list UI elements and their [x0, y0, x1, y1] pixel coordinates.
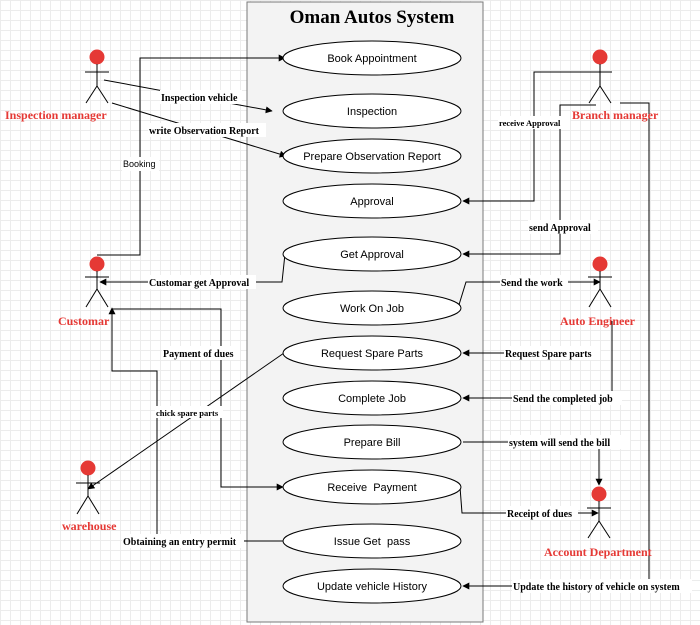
- label-check-spare-parts: chick spare parts: [156, 408, 219, 418]
- actor-warehouse-label: warehouse: [62, 519, 117, 533]
- use-case-label: Work On Job: [340, 303, 404, 315]
- label-bg: [160, 90, 242, 104]
- label-write-observation-report: write Observation Report: [149, 126, 260, 137]
- actor-auto-engineer-figure: [588, 256, 612, 308]
- use-case-label: Approval: [350, 196, 393, 208]
- label-bg: [155, 406, 223, 418]
- use-case-label: Get Approval: [340, 249, 404, 261]
- label-bg: [512, 391, 622, 405]
- label-bg: [122, 157, 159, 171]
- use-case-label: Book Appointment: [327, 53, 416, 65]
- label-bg: [512, 579, 692, 593]
- actor-auto-engineer-label: Auto Engineer: [560, 314, 636, 328]
- system-title: Oman Autos System: [290, 7, 455, 28]
- label-send-approval: send Approval: [529, 223, 591, 234]
- use-case-label: Complete Job: [338, 393, 406, 405]
- actor-branch-manager-figure: [588, 49, 612, 104]
- use-case-label: Request Spare Parts: [321, 348, 424, 360]
- label-bg: [162, 346, 240, 360]
- label-request-spare-parts: Request Spare parts: [505, 349, 592, 360]
- use-case-label: Inspection: [347, 106, 397, 118]
- use-case-complete-job[interactable]: Complete Job: [282, 380, 462, 416]
- use-case-get-approval[interactable]: Get Approval: [282, 236, 462, 272]
- label-bg: [504, 346, 600, 360]
- label-send-the-work: Send the work: [501, 278, 563, 289]
- actor-branch-manager-label: Branch manager: [572, 108, 659, 122]
- label-inspection-vehicle: Inspection vehicle: [161, 93, 238, 104]
- label-obtaining-entry-permit: Obtaining an entry permit: [123, 537, 237, 548]
- label-bg: [500, 275, 568, 289]
- connector-booking: [97, 54, 286, 256]
- actor-customer-label: Customar: [58, 314, 110, 328]
- use-case-update-vehicle-history[interactable]: Update vehicle History: [282, 568, 462, 604]
- label-bg: [498, 116, 570, 129]
- label-payment-of-dues: Payment of dues: [163, 349, 234, 360]
- actor-inspection-manager-figure: [85, 49, 109, 104]
- label-bg: [122, 534, 244, 548]
- actor-account-department-label: Account Department: [544, 545, 652, 559]
- connector-payment: [112, 308, 284, 491]
- use-case-label: Prepare Bill: [344, 437, 401, 449]
- use-case-work-on-job[interactable]: Work On Job: [282, 290, 462, 326]
- use-case-prepare-observation-report[interactable]: Prepare Observation Report: [282, 138, 462, 174]
- label-update-history: Update the history of vehicle on system: [513, 582, 680, 593]
- label-customer-get-approval: Customar get Approval: [149, 278, 249, 289]
- label-system-send-bill: system will send the bill: [509, 438, 610, 449]
- use-case-label: Issue Get pass: [334, 536, 411, 548]
- use-case-receive-payment[interactable]: Receive Payment: [282, 469, 462, 505]
- connector-receive-approval: [462, 71, 596, 205]
- connector-send-approval: [462, 104, 596, 258]
- use-case-book-appointment[interactable]: Book Appointment: [282, 40, 462, 76]
- actor-customer-figure: [85, 256, 109, 308]
- use-case-prepare-bill[interactable]: Prepare Bill: [282, 424, 462, 460]
- use-case-label: Receive Payment: [327, 482, 416, 494]
- use-case-inspection[interactable]: Inspection: [282, 93, 462, 129]
- label-receipt-of-dues: Receipt of dues: [507, 509, 572, 520]
- use-case-request-spare-parts[interactable]: Request Spare Parts: [282, 335, 462, 371]
- label-bg: [506, 506, 578, 520]
- use-case-label: Prepare Observation Report: [303, 151, 441, 163]
- actor-warehouse-figure: [76, 460, 100, 515]
- label-send-completed-job: Send the completed job: [513, 394, 613, 405]
- use-case-label: Update vehicle History: [317, 581, 428, 593]
- label-receive-approval: receive Approval: [499, 118, 561, 128]
- label-bg: [148, 275, 256, 289]
- label-bg: [528, 220, 598, 234]
- actor-inspection-manager-label: Inspection manager: [5, 108, 107, 122]
- label-bg: [148, 123, 266, 137]
- label-bg: [508, 435, 630, 449]
- use-case-issue-get-pass[interactable]: Issue Get pass: [282, 523, 462, 559]
- connector-check-spare: [87, 352, 285, 490]
- actor-account-department-figure: [587, 486, 611, 539]
- use-case-approval[interactable]: Approval: [282, 183, 462, 219]
- label-booking: Booking: [123, 159, 156, 169]
